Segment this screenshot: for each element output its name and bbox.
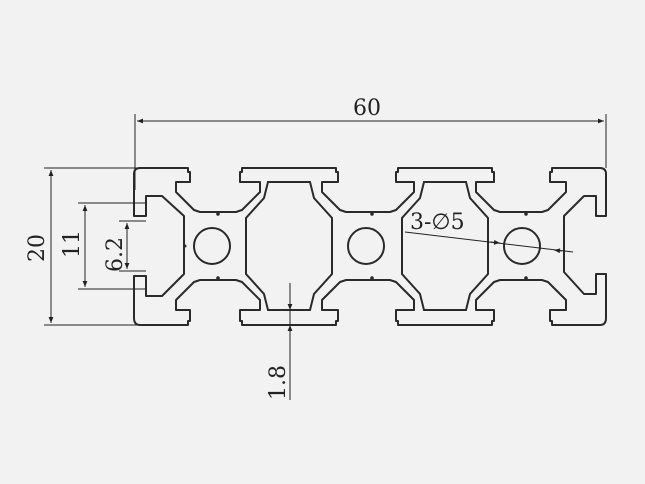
center-holes (193, 227, 541, 265)
dimension-wall-thickness-label: 1.8 (266, 365, 291, 400)
dimension-holes-label: 3-∅5 (410, 210, 465, 235)
hole-3 (503, 227, 541, 265)
dimension-slot-opening (119, 220, 146, 272)
profile-outline (133, 167, 607, 326)
hole-2 (347, 227, 385, 265)
hole-1 (193, 227, 231, 265)
dimension-slot-opening-label: 6.2 (103, 237, 128, 272)
dimension-height (44, 167, 138, 326)
dimension-slot-depth-label: 11 (60, 230, 85, 258)
dimension-width-label: 60 (353, 96, 381, 121)
core-notches (183, 212, 528, 280)
dimension-width (134, 114, 607, 190)
dimension-height-label: 20 (25, 234, 50, 262)
dimension-slot-depth (78, 202, 146, 290)
inner-cavities (245, 181, 489, 311)
dimension-holes-leader (404, 231, 574, 254)
